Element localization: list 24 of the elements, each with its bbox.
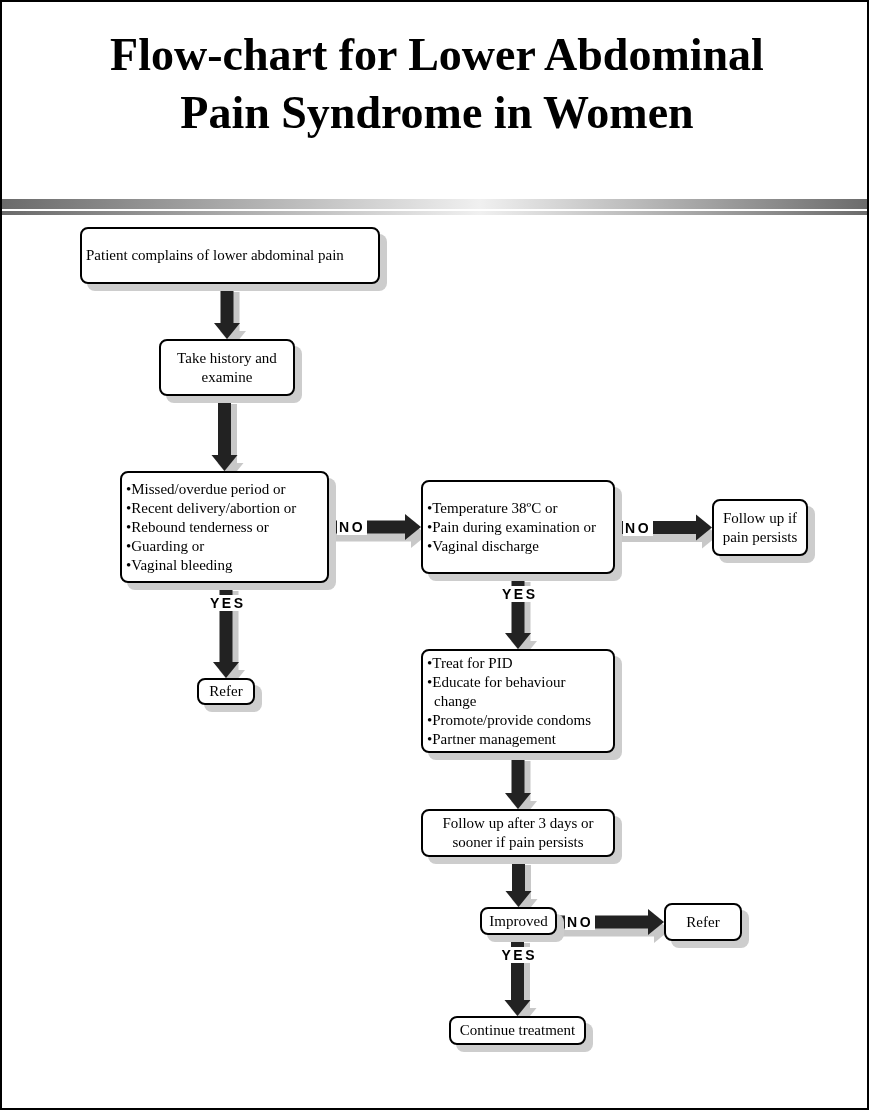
box-text: Refer xyxy=(209,682,243,701)
box-text: •Rebound tenderness or xyxy=(126,517,269,537)
box-text: •Vaginal bleeding xyxy=(126,555,233,575)
box-text: •Promote/provide condoms xyxy=(427,710,591,730)
box-text: •Partner management xyxy=(427,729,556,749)
box-text: Patient complains of lower abdominal pain xyxy=(86,246,344,265)
box-text: Follow up if pain persists xyxy=(721,508,799,547)
title: Flow-chart for Lower Abdominal Pain Syndrome in Women xyxy=(109,28,765,140)
box-text: •Temperature 38ºC or xyxy=(427,498,558,518)
box-text: •Pain during examination or xyxy=(427,517,596,537)
box-text: •Treat for PID xyxy=(427,653,513,673)
box-text: Improved xyxy=(489,911,548,931)
box-text: •Missed/overdue period or xyxy=(126,479,286,499)
box-text: Take history and examine xyxy=(176,348,278,387)
box-text: Refer xyxy=(686,912,720,932)
box-text: •Guarding or xyxy=(126,536,205,556)
edge-label: NO xyxy=(565,914,596,930)
edge-label: NO xyxy=(337,519,368,535)
box-text: •Recent delivery/abortion or xyxy=(126,498,297,518)
box-text: Continue treatment xyxy=(459,1021,576,1040)
edge-label: NO xyxy=(623,519,654,536)
box-text: •Vaginal discharge xyxy=(427,536,540,556)
box-text: Follow up after 3 days or sooner if pain persists xyxy=(441,814,595,852)
box-text: •Educate for behaviour change xyxy=(427,672,567,711)
